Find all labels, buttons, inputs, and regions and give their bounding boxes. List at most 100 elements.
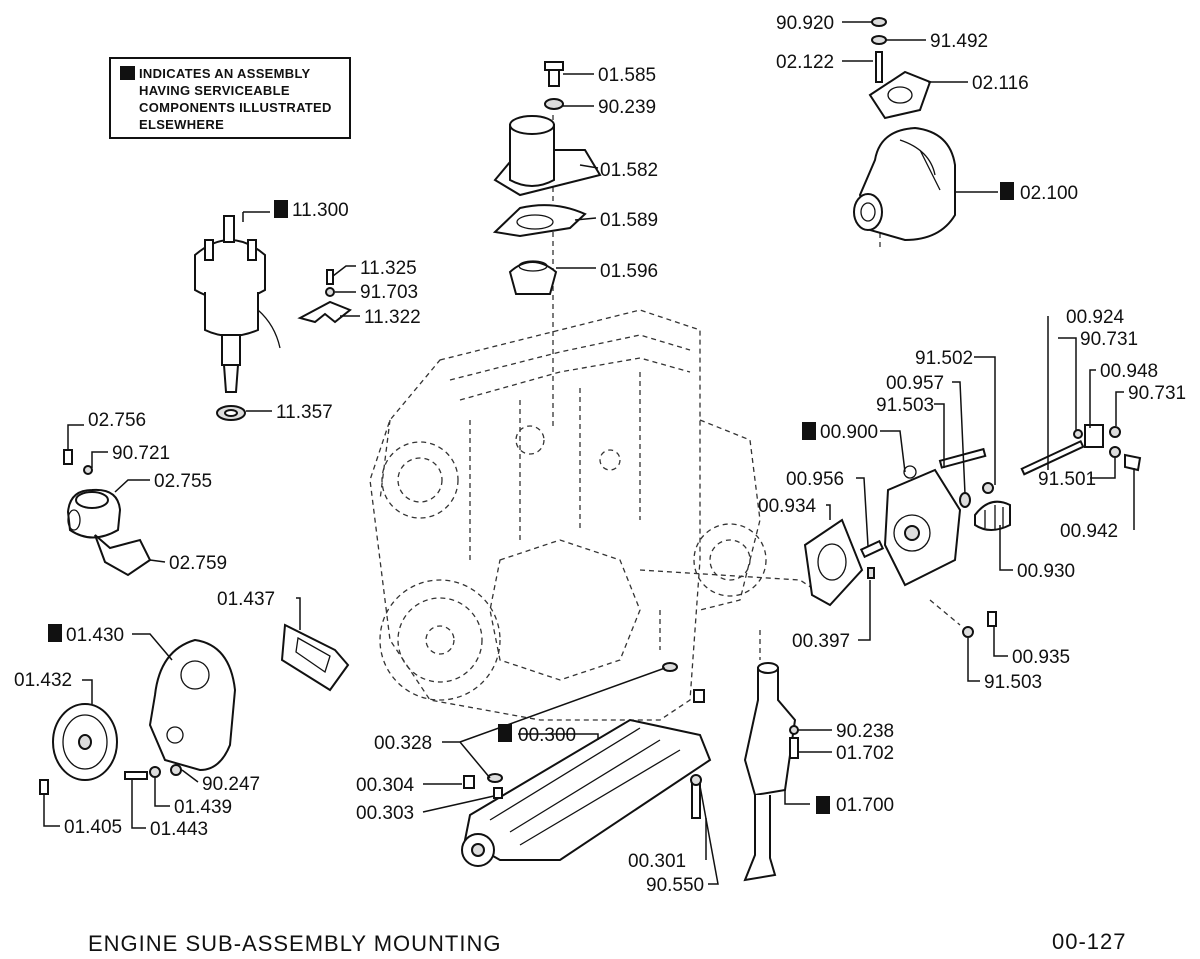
part-label: 00.935 [1012,647,1070,668]
gasket-01589 [492,204,587,238]
assembly-marker-icon [48,624,62,642]
pin-00397 [867,567,875,579]
washer-91703 [325,287,335,297]
washer-90550 [690,774,702,786]
part-label: 01.585 [598,65,656,86]
part-label: 02.100 [1020,183,1078,204]
part-label: 91.502 [915,348,973,369]
part-label: 01.443 [150,819,208,840]
part-label: 91.503 [984,672,1042,693]
part-label: 01.437 [217,589,275,610]
part-label: 00.328 [374,733,432,754]
bolt-11325 [326,269,334,285]
stud-02122 [875,51,883,83]
oil-pump-body-00900 [883,468,962,587]
washer-91503a [959,492,971,508]
gasket-00934 [803,518,864,607]
part-label: 91.501 [1038,469,1096,490]
gear-00930 [974,500,1011,531]
assembly-marker-icon [274,200,288,218]
assembly-markers [48,182,1014,814]
part-label: 91.492 [930,31,988,52]
gasket-01437 [280,623,350,692]
part-label: 91.503 [876,395,934,416]
part-label: 90.721 [112,443,170,464]
part-label: 02.756 [88,410,146,431]
part-label: 01.596 [600,261,658,282]
part-label: 91.703 [360,282,418,303]
turbocharger-02100 [858,126,956,242]
part-label: 00.957 [886,373,944,394]
washer-91503b [962,626,974,638]
water-pump-group [39,623,350,795]
part-label: 90.238 [836,721,894,742]
part-label: 01.589 [600,210,658,231]
bolt-01443 [124,771,148,780]
part-label: 90.731 [1080,329,1138,350]
legend-line-4: ELSEWHERE [139,117,224,132]
part-label: 00.930 [1017,561,1075,582]
part-label: 00.956 [786,469,844,490]
assembly-marker-icon [120,66,135,80]
washer-90239 [544,98,564,110]
part-label: 11.357 [276,402,333,423]
thermostat-01596 [508,261,558,295]
washer-01439 [149,766,161,778]
legend-line-3: COMPONENTS ILLUSTRATED [139,100,332,115]
bolt-01702 [789,737,799,759]
washer-90721 [83,465,93,475]
gasket-02116 [868,70,932,120]
leader-lines [43,21,1135,885]
part-label: 11.325 [360,258,417,279]
part-label: 00.900 [820,422,878,443]
screw-00935 [987,611,997,627]
spring-00956 [859,539,885,559]
screw-02756 [63,449,73,465]
assembly-marker-icon [816,796,830,814]
dowel-00304 [463,775,475,789]
part-label: 11.300 [292,200,349,221]
part-label: 01.430 [66,625,124,646]
turbocharger-group [853,17,956,242]
part-label: 00.300 [518,725,576,746]
part-label: 02.755 [154,471,212,492]
washer-91501 [1109,446,1121,458]
washer-90247 [170,764,182,776]
fuel-lift-pump-group [63,449,152,577]
part-label: 01.405 [64,817,122,838]
washer-90238 [789,725,799,735]
part-label: 00.301 [628,851,686,872]
part-label: 90.731 [1128,383,1186,404]
water-pump-body-01430 [148,638,237,772]
part-label: 01.700 [836,795,894,816]
part-label: 00.303 [356,803,414,824]
part-label: 11.322 [364,307,421,328]
part-label: 02.759 [169,553,227,574]
nut-90920 [871,17,887,27]
distributor-group [194,215,352,421]
part-label: 00.304 [356,775,415,796]
thermostat-housing-group [492,61,602,295]
bracket-00948 [1084,424,1104,448]
dowel-00303 [493,787,503,799]
oil-pump-group [803,424,1142,638]
distributor-body [204,292,259,337]
part-label: 01.439 [174,797,232,818]
page-number: 00-127 [1052,929,1127,954]
part-label: 00.934 [758,496,817,517]
part-label: 00.948 [1100,361,1158,382]
part-labels: 90.920 91.492 02.122 02.116 02.100 01.58… [14,13,1186,896]
bolt-00301 [691,781,701,819]
assembly-marker-icon [1000,182,1014,200]
bolt-head [544,61,564,71]
outlet-pipe [509,124,555,187]
shaft-00924 [1020,440,1085,476]
assembly-marker-icon [802,422,816,440]
part-label: 90.239 [598,97,656,118]
legend-line-1: INDICATES AN ASSEMBLY [139,66,310,81]
plug-00942 [1124,453,1142,472]
nut-90731b [1109,426,1121,438]
assembly-marker-icon [498,724,512,742]
part-label: 02.116 [972,73,1029,94]
